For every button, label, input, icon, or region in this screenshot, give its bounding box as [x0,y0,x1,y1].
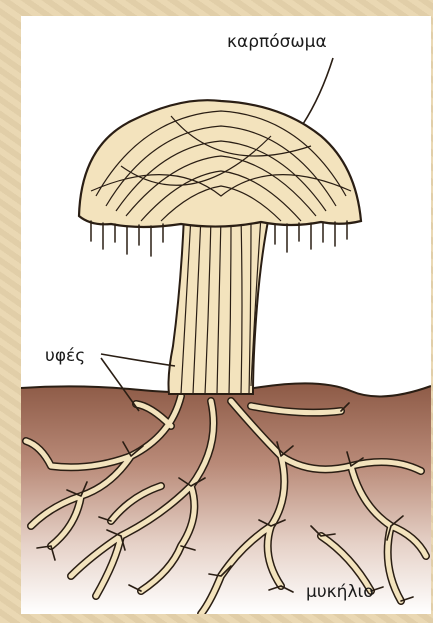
hyphae-pointer-1 [101,354,175,366]
diagram-panel: καρπόσωμα υφές μυκήλιο [21,16,431,614]
mushroom-diagram [21,16,431,614]
fruiting-body-label: καρπόσωμα [227,32,327,52]
mushroom-cap [79,100,361,227]
hyphae-label: υφές [45,346,85,366]
mycelium-label: μυκήλιο [306,582,374,602]
fruiting-body-pointer [303,58,333,124]
